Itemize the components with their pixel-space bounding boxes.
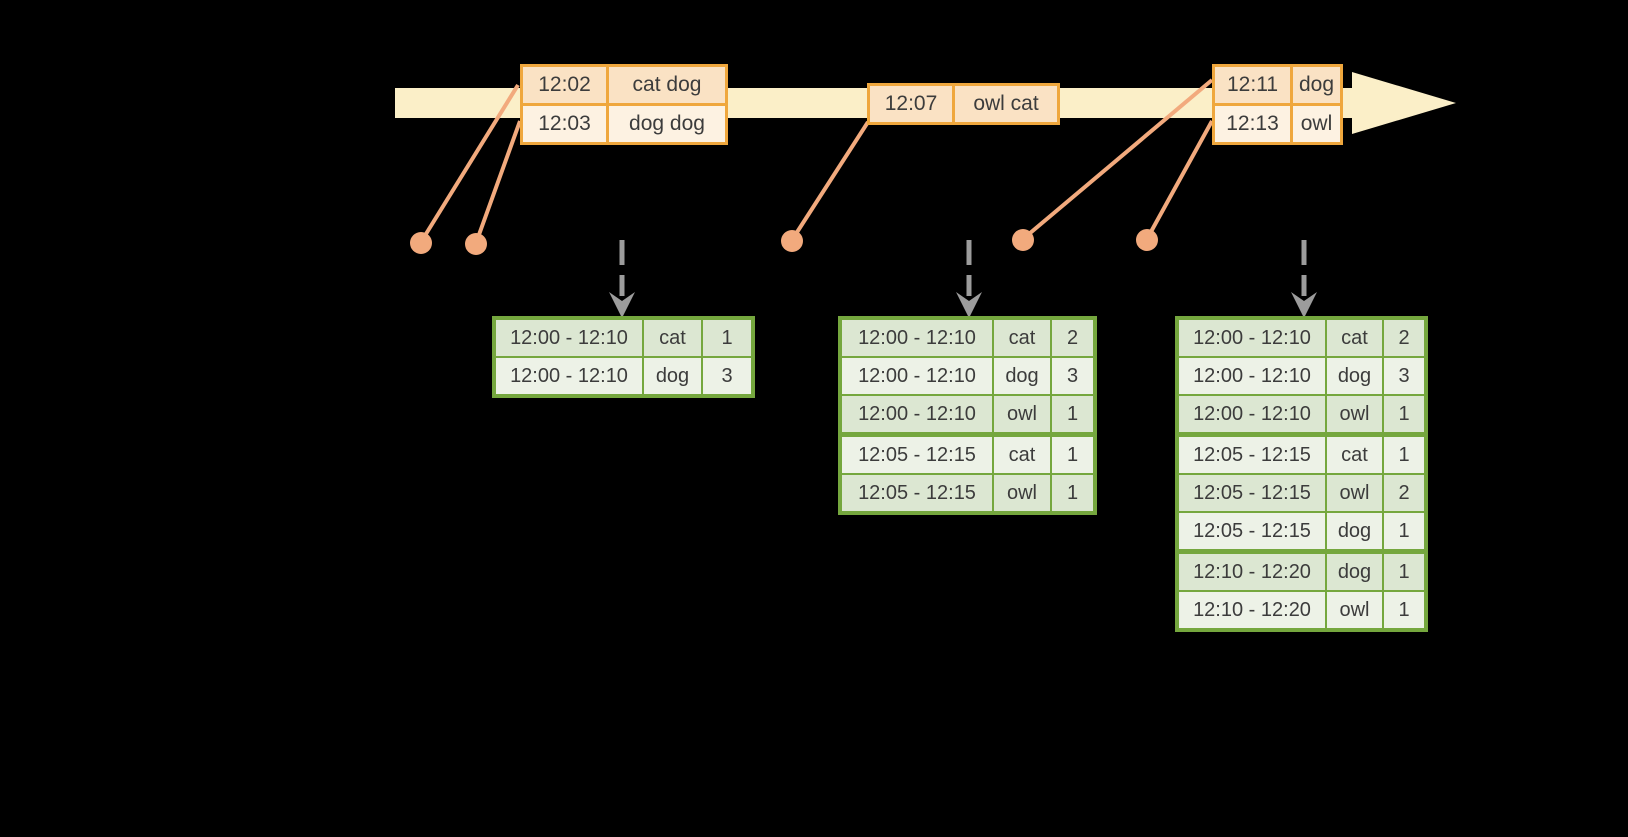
table-cell: 1 [1052,437,1093,473]
table-cell: 1 [1052,475,1093,511]
table-cell: 2 [1384,320,1424,356]
table-cell: 12:00 - 12:10 [1179,320,1325,356]
table-cell: 12:13 [1215,106,1290,142]
table-cell: 12:03 [523,106,606,142]
table-cell: 12:07 [870,86,952,122]
event-dot [410,232,432,254]
table-cell: owl [1327,475,1382,511]
table-cell: 12:00 - 12:10 [842,320,992,356]
table-cell: 12:00 - 12:10 [842,396,992,432]
table-cell: owl cat [955,86,1057,122]
table-cell: owl [994,475,1050,511]
trigger-arrow-icon [956,240,982,318]
table-cell: owl [994,396,1050,432]
table-cell: cat [644,320,701,356]
table-cell: 12:00 - 12:10 [1179,358,1325,394]
table-cell: 12:02 [523,67,606,103]
table-cell: 12:05 - 12:15 [1179,437,1325,473]
table-cell: 2 [1052,320,1093,356]
table-cell: 12:05 - 12:15 [842,437,992,473]
table-cell: 1 [1384,592,1424,628]
table-cell: 3 [1052,358,1093,394]
table-cell: 1 [1384,437,1424,473]
table-cell: dog [994,358,1050,394]
table-cell: dog [1327,358,1382,394]
trigger-arrow-icon [1291,240,1317,318]
table-cell: 1 [1052,396,1093,432]
table-cell: owl [1293,106,1340,142]
event-dot [1012,229,1034,251]
table-cell: 12:11 [1215,67,1290,103]
event-dot [1136,229,1158,251]
table-cell: 12:10 - 12:20 [1179,592,1325,628]
table-cell: 12:05 - 12:15 [842,475,992,511]
table-cell: 1 [1384,554,1424,590]
trigger-arrow-icon [609,240,635,318]
timeline-arrowhead-icon [1352,72,1456,134]
connector-line [1021,78,1214,241]
connector-line [790,120,870,242]
table-cell: cat [994,437,1050,473]
table-cell: owl [1327,396,1382,432]
table-cell: cat dog [609,67,725,103]
table-cell: 1 [703,320,751,356]
table-cell: 3 [703,358,751,394]
table-cell: 12:05 - 12:15 [1179,475,1325,511]
table-cell: dog [1327,513,1382,549]
table-cell: 1 [1384,513,1424,549]
connector-line [474,120,522,244]
table-cell: dog dog [609,106,725,142]
table-cell: cat [1327,437,1382,473]
connector-line [419,83,520,244]
table-cell: owl [1327,592,1382,628]
event-dot [781,230,803,252]
table-cell: 12:00 - 12:10 [842,358,992,394]
table-cell: 1 [1384,396,1424,432]
event-dot [465,233,487,255]
table-cell: 2 [1384,475,1424,511]
table-cell: 12:00 - 12:10 [496,358,642,394]
connector-line [1145,120,1214,240]
table-cell: cat [1327,320,1382,356]
table-cell: 12:10 - 12:20 [1179,554,1325,590]
table-cell: 12:00 - 12:10 [496,320,642,356]
table-cell: dog [1293,67,1340,103]
table-cell: 3 [1384,358,1424,394]
table-cell: dog [644,358,701,394]
table-cell: cat [994,320,1050,356]
table-cell: 12:00 - 12:10 [1179,396,1325,432]
table-cell: 12:05 - 12:15 [1179,513,1325,549]
table-cell: dog [1327,554,1382,590]
